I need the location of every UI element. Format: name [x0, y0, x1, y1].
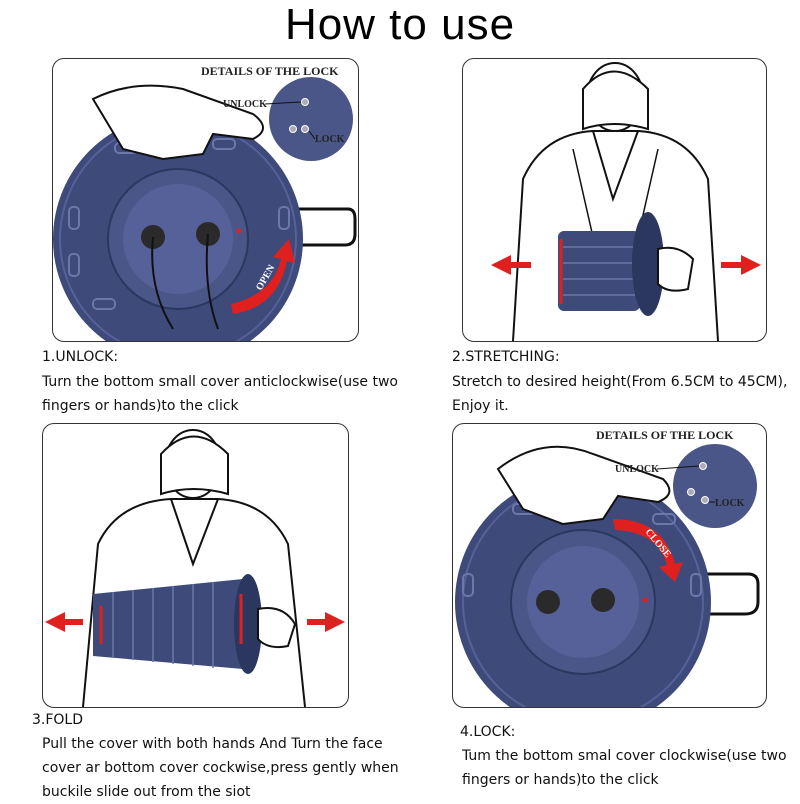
page-title: How to use [284, 0, 516, 49]
arrow-right-icon [721, 255, 761, 275]
stool-extended [558, 231, 640, 311]
close-arrow-icon [613, 519, 683, 582]
lock-detail-inset [673, 444, 757, 528]
arrow-left-icon [491, 255, 531, 275]
panel-lock: CLOSE DETAILS OF THE LOCK UNLOCK LOCK [452, 423, 767, 708]
fold-illustration [45, 429, 345, 707]
step-stretching-desc: Stretch to desired height(From 6.5CM to … [452, 370, 787, 418]
step-line: Enjoy it. [452, 398, 509, 414]
step-lock-desc: Tum the bottom smal cover clockwise(use … [462, 744, 787, 792]
step-line: Tum the bottom smal cover clockwise(use … [462, 748, 787, 764]
lock-detail-inset [269, 77, 353, 161]
lock-label: LOCK [315, 134, 345, 145]
arrow-left-icon [45, 612, 83, 632]
step-line: Pull the cover with both hands And Turn … [42, 736, 383, 752]
panel-unlock: OPEN DETAILS OF THE LOCK UNLOCK LOCK [52, 58, 359, 342]
detail-title: DETAILS OF THE LOCK [201, 64, 339, 78]
unlock-label: UNLOCK [223, 99, 267, 110]
unlock-label: UNLOCK [615, 464, 659, 475]
detail-title: DETAILS OF THE LOCK [596, 428, 734, 442]
step-line: Turn the bottom small cover anticlockwis… [42, 374, 398, 390]
step-fold-desc: Pull the cover with both hands And Turn … [42, 732, 399, 804]
panel-stretching [462, 58, 767, 342]
open-arrow-icon [231, 239, 295, 314]
lock-label: LOCK [715, 498, 745, 509]
step-line: cover ar bottom cover cockwise,press gen… [42, 760, 399, 776]
step-fold-heading: 3.FOLD [32, 712, 84, 728]
step-lock-heading: 4.LOCK: [460, 724, 516, 740]
step-line: fingers or hands)to the click [42, 398, 239, 414]
stretching-illustration [491, 62, 761, 341]
step-line: buckile slide out from the siot [42, 784, 251, 800]
stool-long [93, 579, 243, 669]
step-line: fingers or hands)to the click [462, 772, 659, 788]
step-line: Stretch to desired height(From 6.5CM to … [452, 374, 788, 390]
step-unlock-heading: 1.UNLOCK: [42, 349, 119, 365]
unlock-illustration: OPEN DETAILS OF THE LOCK UNLOCK LOCK [53, 64, 357, 341]
step-stretching-heading: 2.STRETCHING: [452, 349, 560, 365]
lock-illustration: CLOSE DETAILS OF THE LOCK UNLOCK LOCK [455, 428, 760, 707]
panel-fold [42, 423, 349, 708]
step-unlock-desc: Turn the bottom small cover anticlockwis… [42, 370, 398, 418]
arrow-right-icon [307, 612, 345, 632]
